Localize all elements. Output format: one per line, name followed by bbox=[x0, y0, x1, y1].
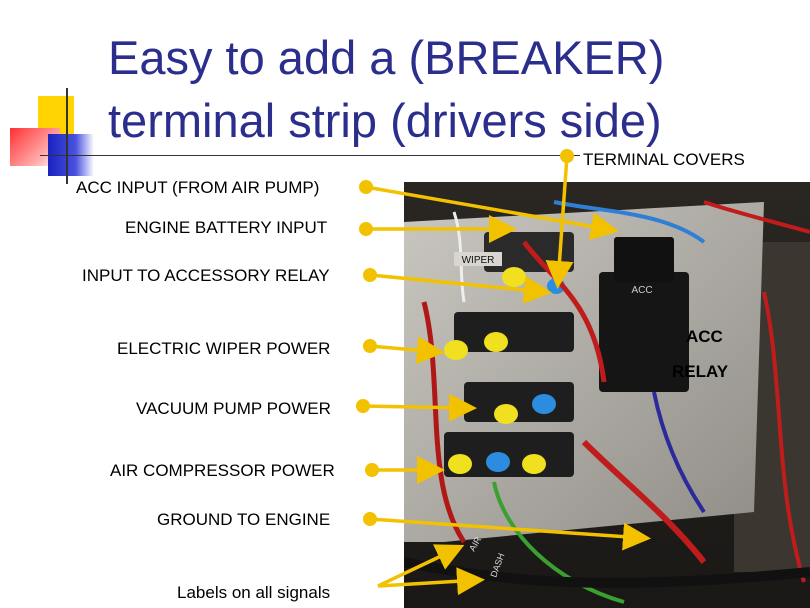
label-electric-wiper-power: ELECTRIC WIPER POWER bbox=[117, 339, 331, 358]
deco-horizontal-line bbox=[40, 155, 580, 156]
air-compressor-dot bbox=[365, 463, 379, 477]
label-terminal-covers: TERMINAL COVERS bbox=[583, 150, 745, 169]
ground-dot bbox=[363, 512, 377, 526]
wiring-photo: WIPER ACC DASH AIR bbox=[404, 182, 810, 608]
label-air-compressor-power: AIR COMPRESSOR POWER bbox=[110, 461, 335, 480]
terminal-covers-dot bbox=[560, 149, 574, 163]
acc-input-dot bbox=[359, 180, 373, 194]
wiper-tag: WIPER bbox=[462, 255, 495, 266]
deco-vertical-line bbox=[66, 88, 68, 184]
acc-relay-label-line2: RELAY bbox=[672, 362, 729, 381]
label-acc-input: ACC INPUT (FROM AIR PUMP) bbox=[76, 178, 320, 197]
label-vacuum-pump-power: VACUUM PUMP POWER bbox=[136, 399, 331, 418]
acc-relay-label-line1: ACC bbox=[686, 327, 723, 346]
slide-title-line-2: terminal strip (drivers side) bbox=[108, 94, 662, 147]
slide-title-line-1: Easy to add a (BREAKER) bbox=[108, 31, 665, 84]
wiper-power-dot bbox=[363, 339, 377, 353]
label-labels-on-all-signals: Labels on all signals bbox=[177, 583, 331, 602]
relay-case-label: ACC bbox=[631, 285, 652, 296]
label-input-to-accessory-relay: INPUT TO ACCESSORY RELAY bbox=[82, 266, 330, 285]
accessory-relay-dot bbox=[363, 268, 377, 282]
label-engine-battery-input: ENGINE BATTERY INPUT bbox=[125, 218, 328, 237]
label-ground-to-engine: GROUND TO ENGINE bbox=[157, 510, 331, 529]
vacuum-pump-dot bbox=[356, 399, 370, 413]
engine-battery-dot bbox=[359, 222, 373, 236]
